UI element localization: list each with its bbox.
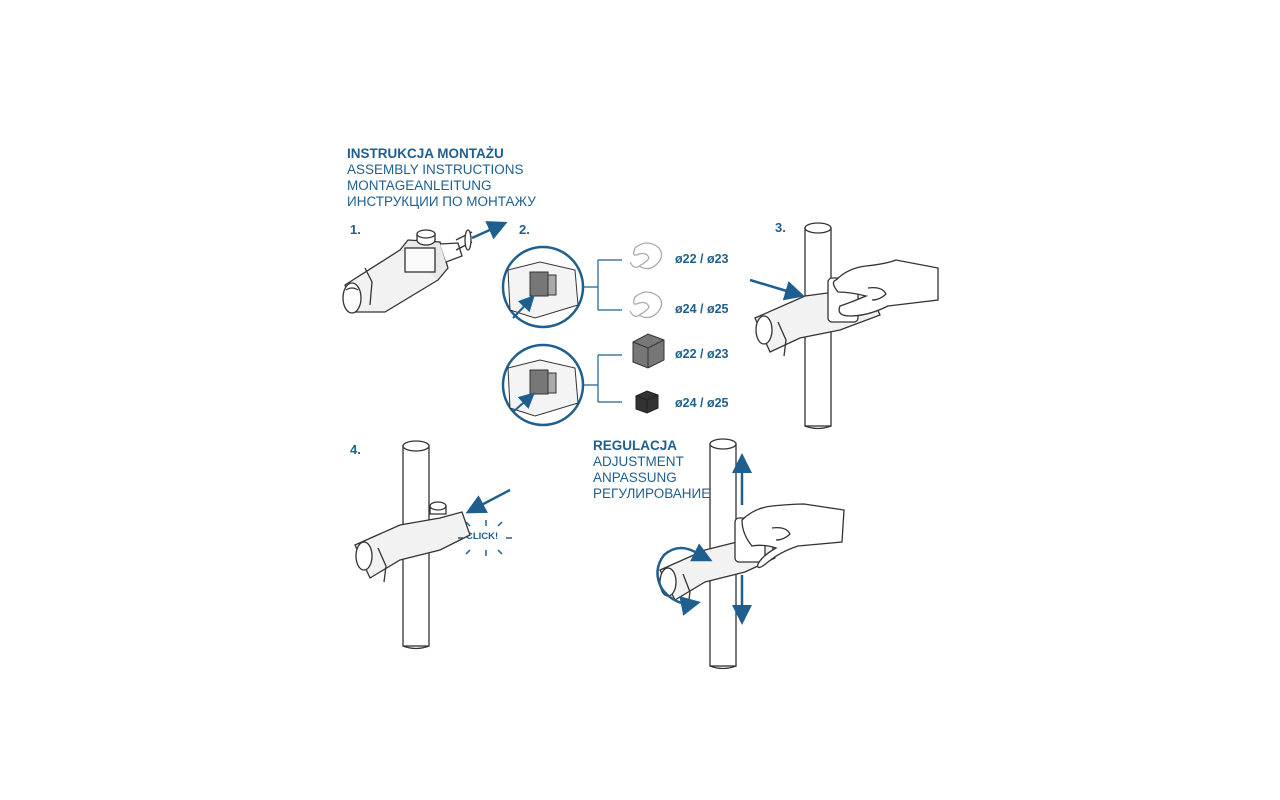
clip-insert-icon-2 (629, 291, 663, 319)
size-label-block-1: ø22 / ø23 (675, 347, 729, 361)
rotate-adjust-arrow (656, 543, 713, 616)
title-de: MONTAGEANLEITUNG (347, 178, 492, 193)
step-2-insert-view-top (501, 245, 585, 329)
title-ru: ИНСТРУКЦИИ ПО МОНТАЖУ (347, 194, 536, 209)
step-2-bracket-lines (583, 259, 622, 403)
step-4-number: 4. (350, 442, 361, 457)
adjustment-hand (741, 503, 845, 569)
step-1-arrow (471, 221, 508, 240)
step-3-number: 3. (775, 220, 786, 235)
size-label-clip-1: ø22 / ø23 (675, 252, 729, 266)
size-label-clip-2: ø24 / ø25 (675, 302, 729, 316)
title-pl: INSTRUKCJA MONTAŻU (347, 146, 504, 161)
click-label: CLICK! (466, 531, 499, 542)
adjustment-block: REGULACJA ADJUSTMENT ANPASSUNG РЕГУЛИРОВ… (593, 438, 710, 502)
step-2-number: 2. (519, 222, 530, 237)
step-4-arrow (465, 488, 511, 514)
adjustment-en: ADJUSTMENT (593, 454, 684, 469)
block-insert-icon-grey (632, 333, 665, 369)
title-en: ASSEMBLY INSTRUCTIONS (347, 162, 524, 177)
step-2-insert-view-bottom (501, 343, 585, 427)
title-block: INSTRUKCJA MONTAŻU ASSEMBLY INSTRUCTIONS… (347, 146, 536, 210)
step-3-arrow (749, 278, 805, 301)
step-1-number: 1. (350, 222, 361, 237)
adjustment-pl: REGULACJA (593, 438, 678, 453)
step-1-holder-illustration (342, 229, 473, 314)
adjustment-ru: РЕГУЛИРОВАНИЕ (593, 486, 711, 501)
step-4-holder (354, 501, 471, 583)
clip-insert-icon-1 (629, 242, 663, 270)
click-burst-icon (458, 520, 512, 556)
step-3-hand (832, 259, 939, 317)
adjustment-de: ANPASSUNG (593, 470, 677, 485)
block-insert-icon-dark (635, 390, 659, 414)
size-label-block-2: ø24 / ø25 (675, 396, 729, 410)
